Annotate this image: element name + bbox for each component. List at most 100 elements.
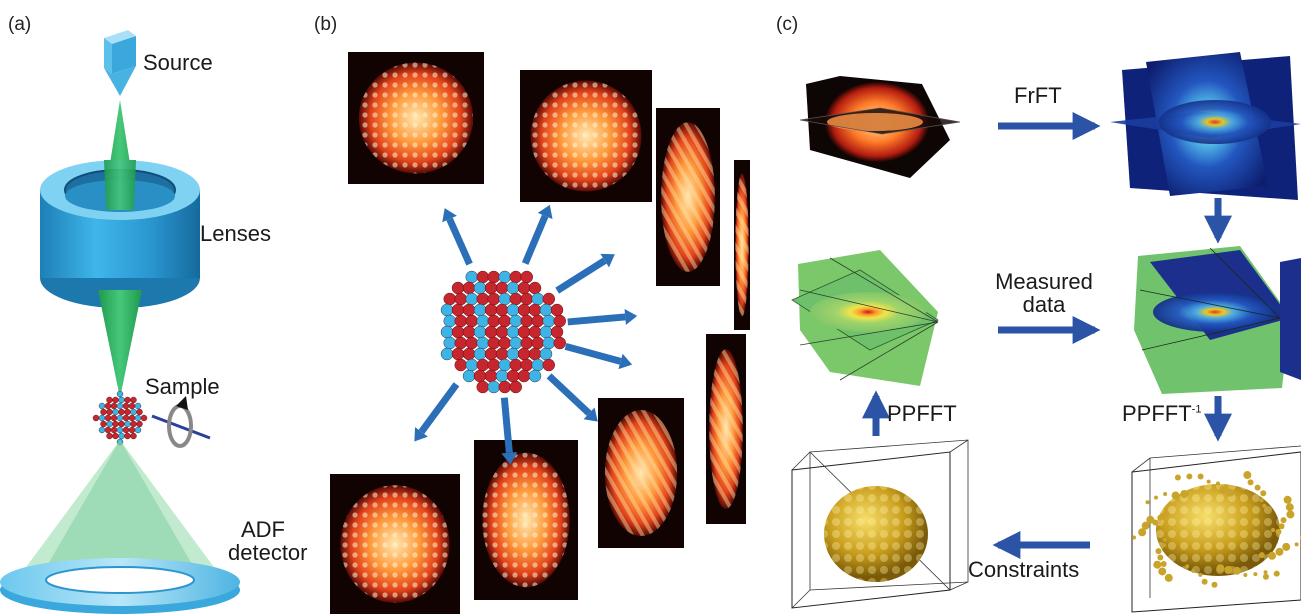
atom <box>124 408 131 416</box>
atom <box>539 347 553 361</box>
noise-speck <box>1211 581 1218 588</box>
atom <box>495 303 509 317</box>
noise-speck <box>1282 542 1291 551</box>
atom <box>112 408 119 416</box>
projection-direction-arrow <box>500 397 513 454</box>
atom <box>440 347 454 361</box>
atom <box>104 402 112 410</box>
atom <box>498 358 511 372</box>
atom <box>506 303 520 317</box>
atom <box>498 314 511 328</box>
projection-direction-arrowhead <box>442 208 457 223</box>
reconstruction-box-noisy <box>1131 445 1301 613</box>
noise-speck <box>1275 528 1282 535</box>
atom <box>124 432 131 440</box>
atom <box>98 402 106 410</box>
atom <box>122 426 130 434</box>
adf-detector-icon <box>0 558 240 614</box>
atom <box>506 347 520 361</box>
atom <box>517 347 531 361</box>
noise-speck <box>1280 517 1287 524</box>
atom <box>462 325 476 339</box>
atom <box>473 369 487 383</box>
atom <box>520 314 533 328</box>
fourier-space-slices-blue <box>1110 52 1301 200</box>
atom <box>118 432 125 440</box>
lower-beam <box>98 290 142 398</box>
atom <box>451 303 465 317</box>
noise-speck <box>1186 473 1193 480</box>
noise-speck <box>1197 473 1204 480</box>
atom <box>465 270 478 284</box>
noise-speck <box>1201 578 1208 585</box>
noise-speck <box>1155 548 1162 555</box>
projection-direction-arrow <box>555 257 607 294</box>
atom <box>487 336 500 350</box>
microscope-schematic <box>0 30 240 614</box>
atom <box>128 414 136 422</box>
atom <box>539 325 553 339</box>
atom <box>130 396 137 404</box>
atom <box>443 314 456 328</box>
atom <box>476 358 489 372</box>
atom <box>495 347 509 361</box>
noise-speck <box>1198 572 1203 577</box>
atom <box>520 336 533 350</box>
atom <box>124 420 131 428</box>
atom <box>454 336 467 350</box>
atom <box>484 303 498 317</box>
atom <box>454 292 467 306</box>
atom <box>124 396 131 404</box>
source-label: Source <box>143 50 213 75</box>
atom <box>506 325 520 339</box>
noise-speck <box>1185 564 1190 569</box>
atom <box>462 347 476 361</box>
atom <box>509 336 522 350</box>
projection-direction-arrowhead <box>537 204 553 220</box>
noise-speck <box>1157 514 1164 521</box>
noise-speck <box>1254 484 1261 491</box>
atom <box>531 292 544 306</box>
measured-label-line2: data <box>1022 292 1066 318</box>
atom <box>130 420 137 428</box>
noise-speck <box>1206 479 1211 484</box>
atom <box>110 402 118 410</box>
atom <box>506 369 520 383</box>
atom <box>118 408 125 416</box>
detector-label: ADF detector <box>228 518 308 564</box>
atom <box>509 270 522 284</box>
panel-a: (a) <box>0 0 308 614</box>
real-space-slices <box>799 76 961 178</box>
atom <box>454 314 467 328</box>
noise-speck <box>1162 537 1167 542</box>
ppfft-inverse-text: PPFFT <box>1122 401 1192 426</box>
projection-image <box>474 440 578 600</box>
noise-speck <box>1145 500 1150 505</box>
atom <box>553 314 566 328</box>
scattered-beam <box>18 440 222 578</box>
atom <box>528 325 542 339</box>
atom <box>104 414 112 422</box>
atom <box>550 303 564 317</box>
atom <box>484 369 498 383</box>
atom <box>116 414 124 422</box>
noise-speck <box>1171 491 1180 500</box>
projection-direction-arrowhead <box>618 353 633 370</box>
panel-a-label: (a) <box>8 14 32 35</box>
atom <box>110 414 118 422</box>
atom <box>443 336 456 350</box>
fourier-space-slices-mixed <box>1134 246 1301 394</box>
rotation-axis-icon <box>151 396 211 448</box>
atom <box>106 408 113 416</box>
noise-speck <box>1158 567 1167 576</box>
atom <box>104 426 112 434</box>
atom <box>476 336 489 350</box>
sample-particle-icon <box>92 390 148 446</box>
projection-direction-arrow <box>446 217 473 266</box>
noise-speck <box>1275 547 1284 556</box>
atom <box>136 408 143 416</box>
atom <box>509 292 522 306</box>
noise-speck <box>1216 564 1225 573</box>
atom <box>509 358 522 372</box>
atom <box>451 347 465 361</box>
